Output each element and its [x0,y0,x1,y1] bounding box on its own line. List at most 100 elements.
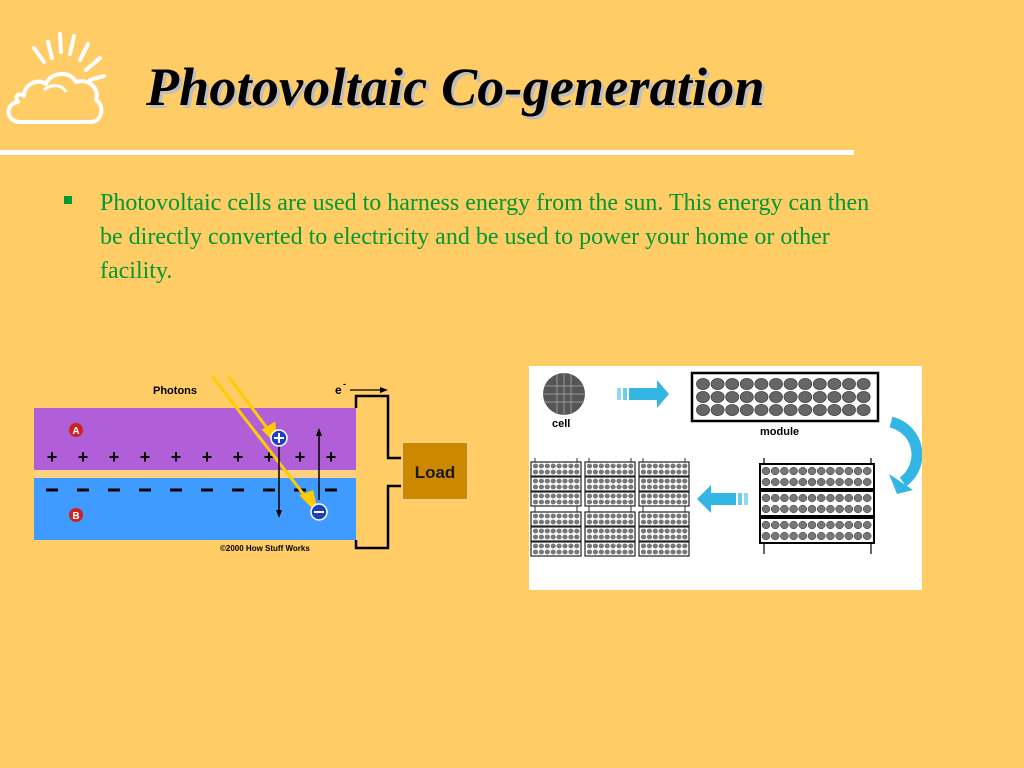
panel-cell [853,520,863,530]
array-cell [658,534,664,540]
array-cell [628,463,634,469]
array-cell [592,549,598,555]
array-cell [556,493,562,499]
panel-cell [761,477,771,487]
array-cell [610,499,616,505]
array-cell [604,463,610,469]
panel-cell [862,466,872,476]
array-cell [610,519,616,525]
array-cell [664,499,670,505]
array-cell [550,549,556,555]
array-cell [538,534,544,540]
array-module [584,491,636,507]
array-cell [676,463,682,469]
array-cell [532,463,539,469]
panel-cell [780,520,789,530]
circuit-wire [354,394,402,550]
panel-cell [816,477,826,487]
panel-cell [761,466,771,476]
module-cell [710,404,725,416]
array-cell [646,463,652,469]
array-cell [616,513,622,519]
array-cell [598,478,604,484]
array-cell [658,543,664,549]
array-icon [530,458,690,557]
array-cell [622,484,628,490]
panel-icon [759,458,875,554]
array-cell [550,469,556,475]
array-cell [532,534,539,540]
array-cell [682,513,688,519]
array-cell [646,528,652,534]
module-cell [842,378,856,390]
array-cell [628,478,634,484]
array-cell [658,469,664,475]
load-box [401,441,469,501]
array-cell [550,519,556,525]
array-cell [676,469,682,475]
plus-signs: +++ +++ +++ + [47,447,337,467]
array-cell [592,478,598,484]
array-cell [622,543,628,549]
array-cell [652,484,658,490]
panel-cell [835,520,844,530]
panel-cell [807,531,817,541]
title-divider [0,150,854,155]
array-cell [640,513,647,519]
array-cell [556,463,562,469]
array-cell [556,484,562,490]
array-cell [652,528,658,534]
array-cell [532,549,539,555]
module-cell [783,391,798,403]
array-cell [562,549,568,555]
panel-cell [761,504,771,514]
array-cell [670,499,676,505]
layer-a-marker [69,423,83,437]
panel-cell [770,520,780,530]
bullet-square-icon [64,196,72,204]
module-cell [754,378,769,390]
array-cell [676,499,682,505]
panel-cell [853,531,863,541]
array-cell [562,463,568,469]
array-cell [670,543,676,549]
array-cell [544,484,550,490]
array-cell [670,484,676,490]
panel-cell [770,477,780,487]
array-module [638,526,690,542]
module-cell [725,391,740,403]
array-cell [562,543,568,549]
array-cell [598,549,604,555]
array-cell [604,493,610,499]
array-cell [628,549,634,555]
array-cell [622,549,628,555]
array-cell [550,484,556,490]
array-cell [538,543,544,549]
array-cell [682,528,688,534]
array-cell [556,469,562,475]
module-cell [798,404,813,416]
panel-cell [816,504,826,514]
array-cell [550,543,556,549]
array-cell [676,528,682,534]
panel-cell [780,504,789,514]
array-cell [664,493,670,499]
array-cell [538,484,544,490]
module-cell [827,378,842,390]
array-cell [664,534,670,540]
array-cell [556,519,562,525]
array-module [638,476,690,492]
array-cell [622,478,628,484]
array-cell [568,549,574,555]
array-cell [640,463,647,469]
array-cell [568,528,574,534]
array-cell [682,543,688,549]
module-cell [842,404,856,416]
array-cell [604,469,610,475]
array-cell [670,493,676,499]
sun-cloud-icon [6,32,106,124]
panel-cell [853,477,863,487]
electron-superscript: - [343,379,346,389]
array-module [638,461,690,477]
array-cell [568,499,574,505]
